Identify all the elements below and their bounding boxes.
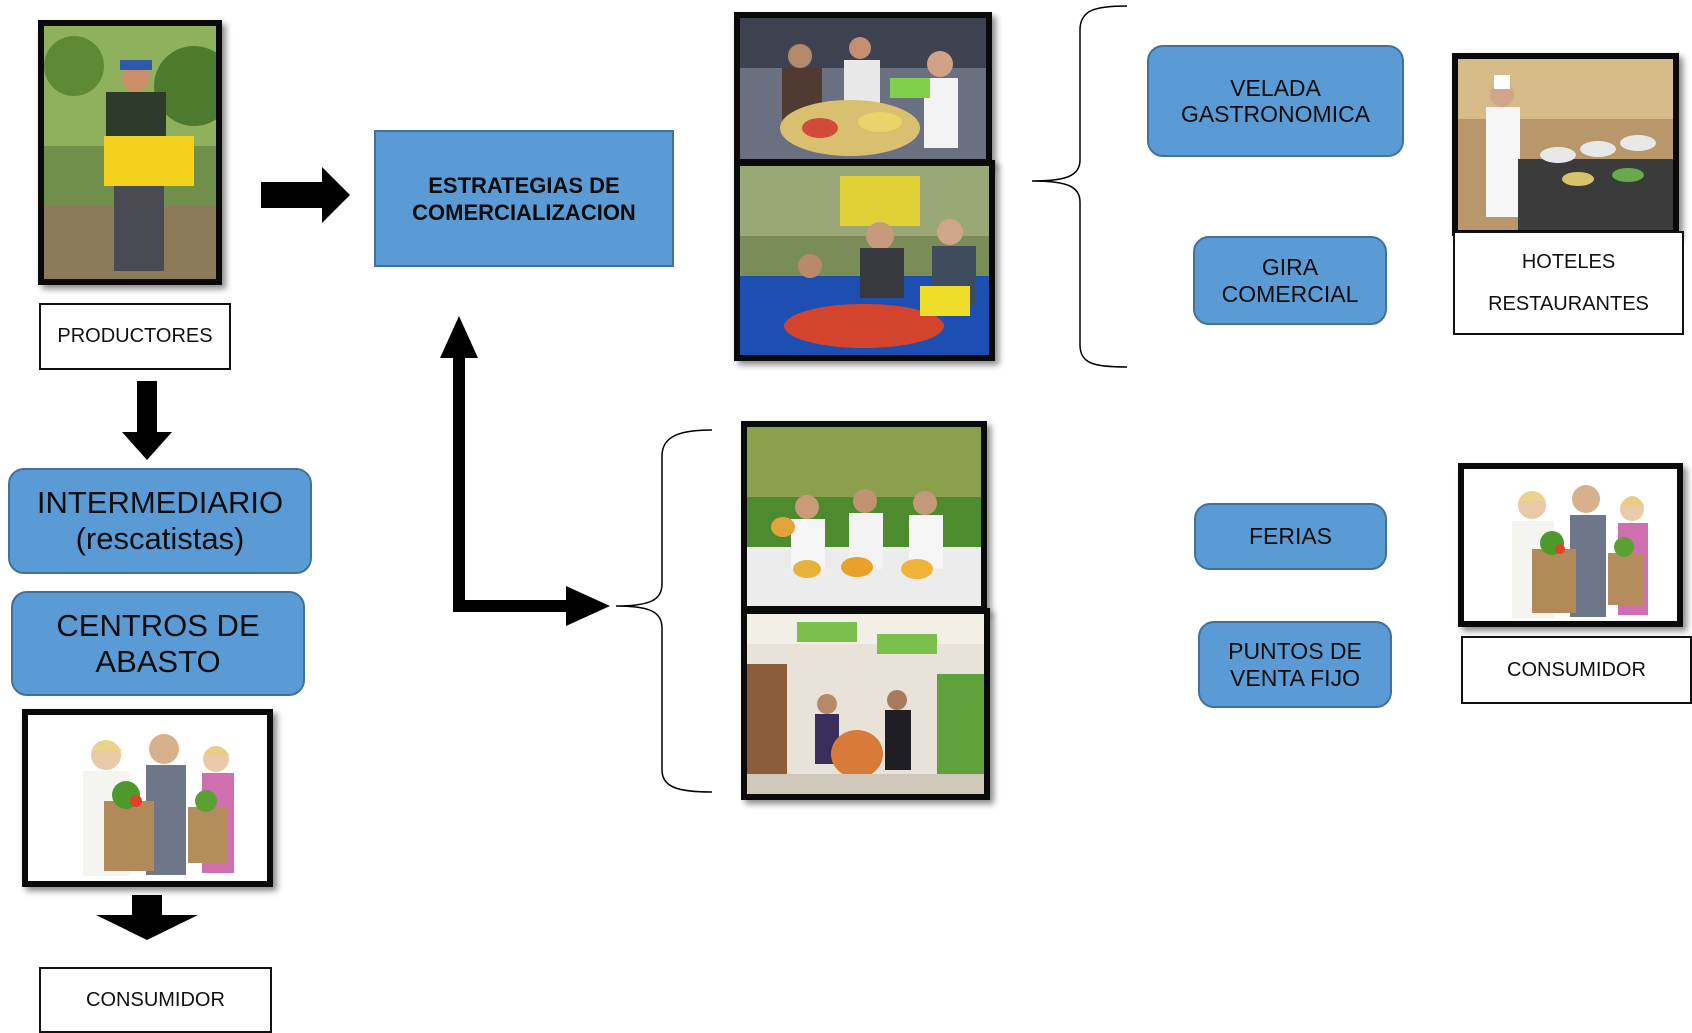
consumer-photo-right xyxy=(1458,463,1683,627)
restaurants-text: RESTAURANTES xyxy=(1488,292,1649,315)
supply-centers-box: CENTROS DE ABASTO xyxy=(11,591,305,696)
supply-centers-text: CENTROS DE ABASTO xyxy=(56,607,260,679)
producers-label: PRODUCTORES xyxy=(39,303,231,370)
arrow-down-to-intermediary xyxy=(122,381,172,460)
strategies-text: ESTRATEGIAS DE COMERCIALIZACION xyxy=(412,172,636,226)
consumer-photo-left xyxy=(22,709,273,887)
puntos-box: PUNTOS DE VENTA FIJO xyxy=(1198,621,1392,708)
intermediary-text: INTERMEDIARIO (rescatistas) xyxy=(36,485,284,556)
puntos-text: PUNTOS DE VENTA FIJO xyxy=(1228,638,1362,691)
velada-text: VELADA GASTRONOMICA xyxy=(1180,74,1371,127)
arrow-right-to-bottom-photos xyxy=(566,586,610,626)
arrow-down-to-consumer xyxy=(96,895,198,940)
intermediary-box: INTERMEDIARIO (rescatistas) xyxy=(8,468,312,574)
consumer-label-left: CONSUMIDOR xyxy=(39,967,272,1033)
velada-photo xyxy=(734,12,992,165)
velada-box: VELADA GASTRONOMICA xyxy=(1147,45,1404,157)
gira-text: GIRA COMERCIAL xyxy=(1221,254,1359,307)
strategies-box: ESTRATEGIAS DE COMERCIALIZACION xyxy=(374,130,674,267)
gira-box: GIRA COMERCIAL xyxy=(1193,236,1387,325)
consumer-label-right: CONSUMIDOR xyxy=(1461,636,1692,704)
gira-photo xyxy=(734,160,995,361)
hotels-photo xyxy=(1452,53,1679,236)
consumer-label-left-text: CONSUMIDOR xyxy=(86,988,225,1011)
ferias-photo xyxy=(741,421,987,612)
arrow-to-strategies xyxy=(261,167,350,223)
ferias-text: FERIAS xyxy=(1248,523,1333,550)
producers-label-text: PRODUCTORES xyxy=(57,325,213,347)
puntos-photo xyxy=(741,608,990,800)
hotels-text: HOTELES xyxy=(1521,250,1616,273)
ferias-box: FERIAS xyxy=(1194,503,1387,570)
consumer-label-right-text: CONSUMIDOR xyxy=(1507,658,1646,681)
hotels-restaurants-label: HOTELES RESTAURANTES xyxy=(1453,231,1684,335)
brace-top xyxy=(1031,5,1128,368)
brace-bottom xyxy=(615,429,713,793)
arrow-up-to-strategies xyxy=(440,316,478,358)
producer-photo xyxy=(38,20,222,285)
l-shaped-connector xyxy=(453,348,580,612)
